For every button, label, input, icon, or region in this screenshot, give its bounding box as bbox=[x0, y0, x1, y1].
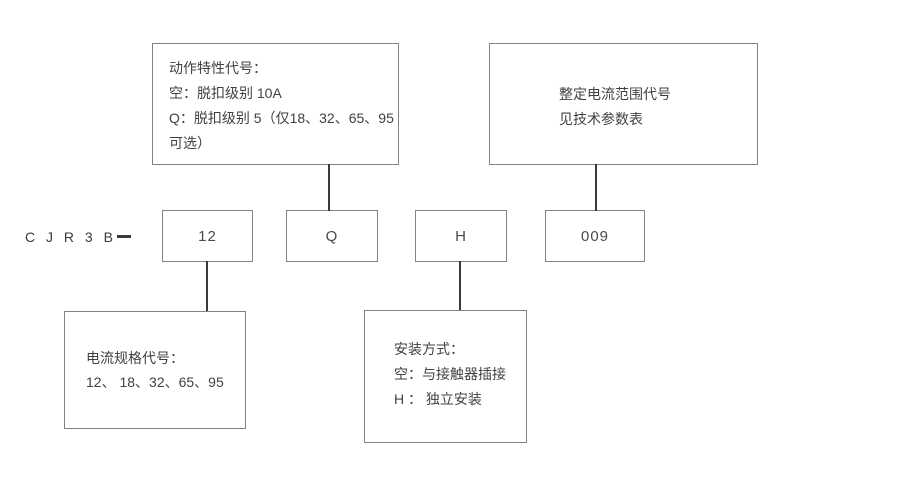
callout-mount-type: 安装方式： 空：与接触器插接 H ： 独立安装 bbox=[364, 310, 527, 443]
separator-dash bbox=[117, 235, 131, 238]
callout-text-line: Q：脱扣级别 5（仅18、32、65、95 bbox=[169, 110, 394, 126]
callout-text-line: 可选） bbox=[169, 135, 211, 151]
code-box-trip-class: Q bbox=[286, 210, 378, 262]
callout-action-characteristic: 动作特性代号： 空：脱扣级别 10A Q：脱扣级别 5（仅18、32、65、95… bbox=[152, 43, 399, 165]
connector-trip-class bbox=[328, 164, 330, 211]
callout-text-line: 整定电流范围代号 bbox=[559, 86, 671, 102]
connector-mount-type bbox=[459, 261, 461, 311]
code-box-current-spec: 12 bbox=[162, 210, 253, 262]
model-prefix-label: C J R 3 B bbox=[25, 229, 117, 245]
callout-text-line: 动作特性代号： bbox=[169, 60, 267, 76]
callout-text-line: 12、 18、32、65、95 bbox=[86, 374, 224, 390]
callout-text-line: 空：脱扣级别 10A bbox=[169, 85, 282, 101]
callout-text-line: H ： 独立安装 bbox=[394, 391, 482, 407]
connector-current-range bbox=[595, 164, 597, 211]
callout-text-line: 见技术参数表 bbox=[559, 111, 643, 127]
callout-current-range: 整定电流范围代号 见技术参数表 bbox=[489, 43, 758, 165]
callout-current-spec: 电流规格代号： 12、 18、32、65、95 bbox=[64, 311, 246, 429]
callout-text-line: 安装方式： bbox=[394, 341, 464, 357]
callout-text-line: 空：与接触器插接 bbox=[394, 366, 506, 382]
code-box-current-range: 009 bbox=[545, 210, 645, 262]
callout-text-line: 电流规格代号： bbox=[86, 350, 184, 366]
connector-current-spec bbox=[206, 261, 208, 312]
code-box-mount-type: H bbox=[415, 210, 507, 262]
